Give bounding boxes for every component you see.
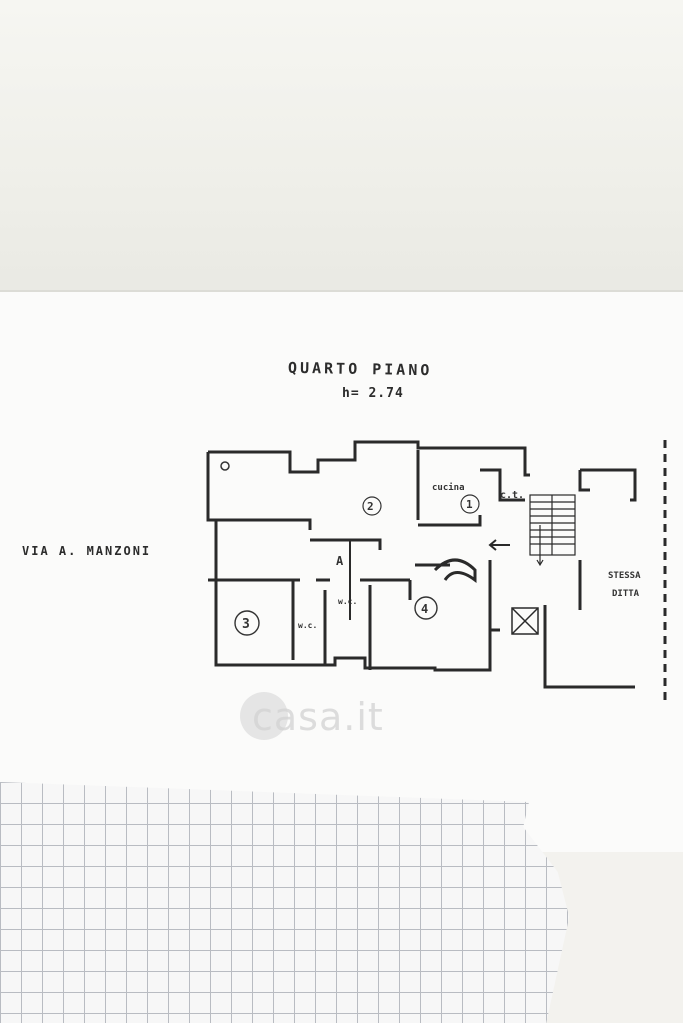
room-4-label: 4 [421,602,428,616]
wc-label-b: w.c. [298,621,317,630]
watermark-house-icon [240,692,288,740]
floor-plan-sheet [0,290,683,852]
elevator [511,607,539,635]
wc-label-a: w.c. [338,597,357,606]
neighbor-label-1: STESSA [608,571,641,581]
ct-label: c.t. [500,490,524,501]
plan-title: QUARTO PIANO [287,358,433,380]
stairs [529,494,576,567]
street-name: VIA A. MANZONI [22,544,152,558]
floor-plan-drawing: 2 1 3 4 cucina c.t. w.c. w.c. A STESSA D… [206,440,667,700]
top-paper-sheet [0,0,683,300]
neighbor-label-2: DITTA [612,589,640,599]
watermark: casa.it [252,695,384,739]
kitchen-label: cucina [432,482,465,493]
curved-wall [433,558,477,583]
ceiling-height: h= 2.74 [342,386,404,401]
room-3-label: 3 [242,617,250,632]
room-2-label: 2 [367,500,374,513]
room-1-label: 1 [466,498,473,511]
entry-arrow-icon [488,539,510,551]
grid-paper-sheet [0,782,570,1023]
hall-label: A [336,554,344,568]
